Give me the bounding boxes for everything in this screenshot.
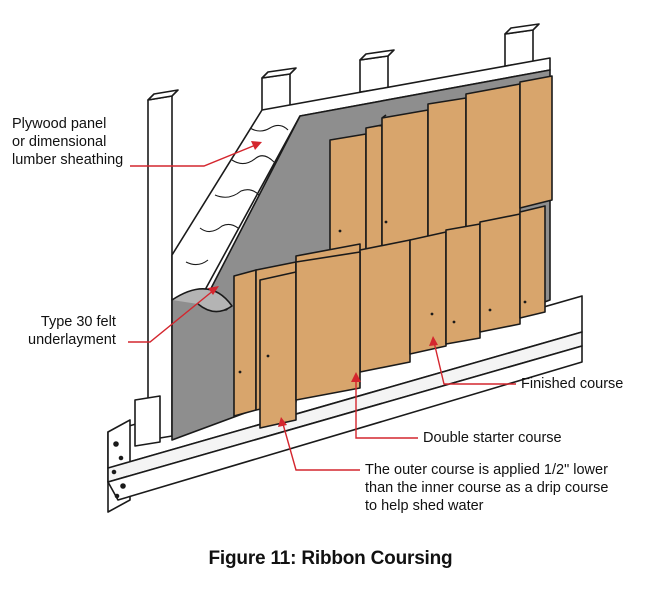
- lower-shingle-course: [233, 205, 546, 429]
- figure-caption: Figure 11: Ribbon Coursing: [208, 548, 453, 569]
- label-plywood: Plywood panel or dimensional lumber shea…: [12, 116, 124, 168]
- leader-finished: [433, 341, 516, 385]
- upper-shingle-course: [329, 75, 553, 287]
- label-finished-course: Finished course: [521, 376, 624, 392]
- leader-finished-arrow: [429, 336, 438, 346]
- corner-stud: [134, 89, 179, 447]
- leader-felt-arrow: [208, 286, 219, 295]
- leader-starter-arrow: [351, 372, 361, 382]
- label-felt: Type 30 felt underlayment: [28, 314, 116, 348]
- leader-starter: [355, 378, 418, 439]
- leader-plywood-arrow: [251, 141, 262, 150]
- leader-drip: [282, 423, 360, 471]
- leader-lines: [128, 141, 516, 471]
- nail-marks: [238, 220, 527, 374]
- leader-plywood: [130, 143, 259, 167]
- leader-felt: [128, 289, 215, 343]
- label-drip-course-note: The outer course is applied 1/2" lower t…: [365, 462, 609, 514]
- label-double-starter-course: Double starter course: [423, 430, 562, 446]
- leader-drip-arrow: [278, 417, 287, 427]
